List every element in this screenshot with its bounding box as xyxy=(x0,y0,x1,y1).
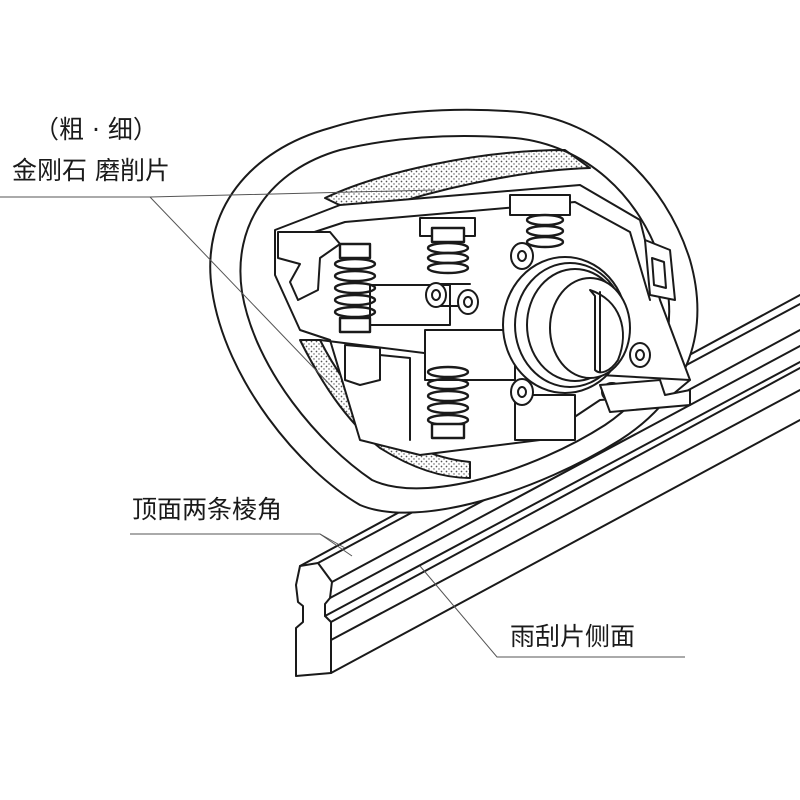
label-top-edges: 顶面两条棱角 xyxy=(132,495,283,524)
leader-side xyxy=(419,565,685,658)
leader-lines xyxy=(0,189,685,658)
blade-side-upper xyxy=(329,345,800,599)
blade-groove-bottom xyxy=(330,367,800,623)
spring-center-top xyxy=(426,226,470,275)
shaft-cap-right-inner xyxy=(635,349,645,361)
spring-center-bottom xyxy=(426,365,470,440)
blade-lip-line xyxy=(330,389,800,641)
shaft-cap-right xyxy=(629,342,651,368)
adjustment-knob xyxy=(502,256,631,394)
spring-left xyxy=(333,242,377,334)
bracket-top-right xyxy=(509,194,571,216)
spring-right-top xyxy=(525,213,565,249)
housing-inner-rim xyxy=(239,135,671,490)
knob-slot xyxy=(589,289,624,374)
leader-edges-2 xyxy=(319,533,346,549)
shaft-cap-left-inner xyxy=(431,289,441,301)
label-grit: （粗 · 细） xyxy=(34,115,158,144)
leader-edges xyxy=(130,533,353,557)
blade-end-face xyxy=(295,562,333,677)
right-tab xyxy=(644,239,676,301)
frame-slot xyxy=(344,344,381,386)
diamond-pad-top xyxy=(324,149,591,216)
bracket-center xyxy=(424,329,516,381)
frame-inner-edge xyxy=(289,201,651,301)
blade-channel xyxy=(599,379,691,413)
label-blade-side: 雨刮片侧面 xyxy=(510,622,636,651)
shaft-cap-mid xyxy=(457,289,479,315)
shaft-cap-mid-inner xyxy=(463,296,473,308)
clip-hook xyxy=(277,231,341,301)
shaft-cap-left xyxy=(425,282,447,308)
sharpener-housing xyxy=(209,108,699,514)
shaft-cap-bottom-inner xyxy=(517,386,527,398)
right-tab-inner xyxy=(651,257,667,289)
shaft-cap-bottom xyxy=(510,378,534,406)
shaft-cap-top xyxy=(510,242,534,270)
label-diamond-pad: 金刚石 磨削片 xyxy=(12,156,170,185)
shaft-cap-top-inner xyxy=(517,250,527,262)
blade-groove-top xyxy=(324,361,800,617)
frame-slot-2 xyxy=(379,354,411,441)
blade-bottom-edge xyxy=(330,419,800,674)
leader-pad-lower xyxy=(149,196,336,391)
